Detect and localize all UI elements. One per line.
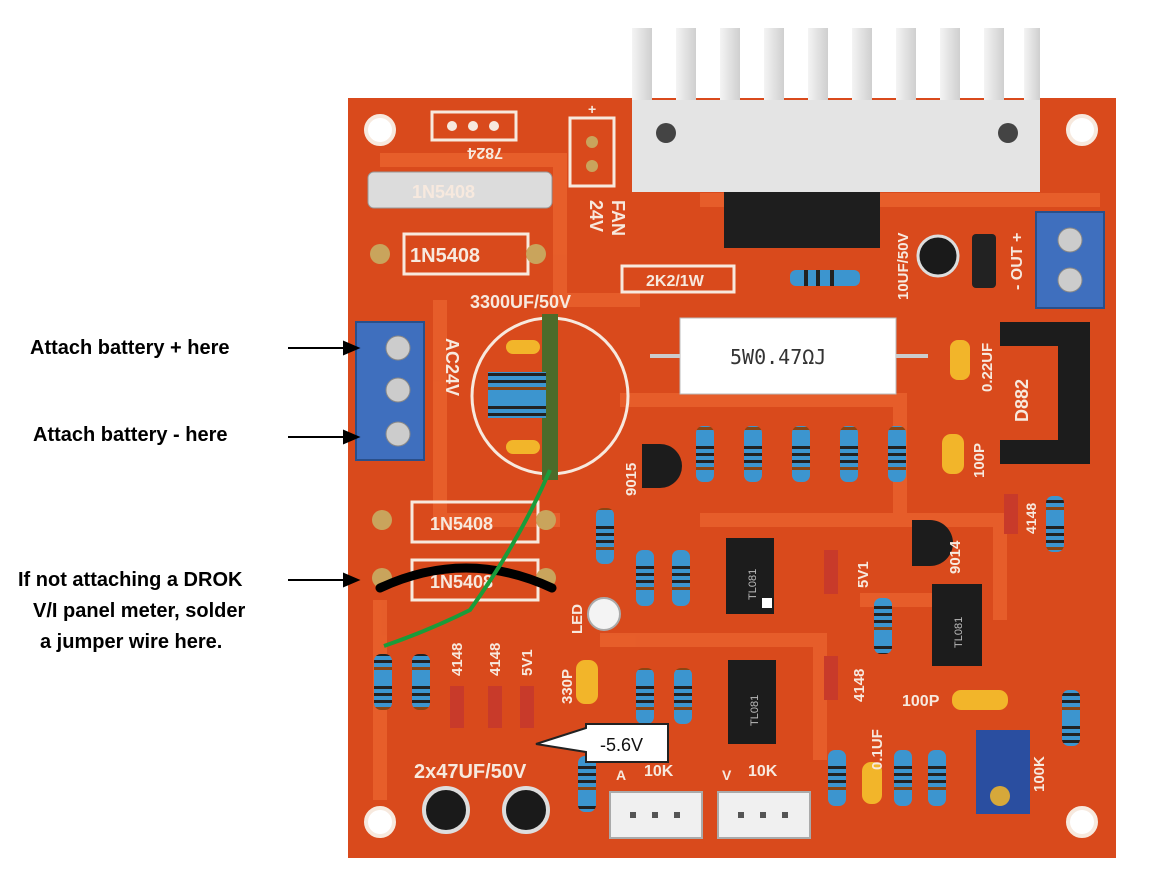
res-2k2-footprint xyxy=(620,264,736,294)
cap-330p xyxy=(576,660,598,704)
fan-label: FAN xyxy=(608,200,628,236)
diode-4148-right-label: 4148 xyxy=(1023,503,1039,534)
ic-2-label: TL081 xyxy=(953,617,965,648)
cap-022 xyxy=(950,340,970,380)
led xyxy=(587,597,621,631)
d4148-2-label: 4148 xyxy=(487,643,504,676)
ic-3-label: TL081 xyxy=(749,695,761,726)
fuse xyxy=(367,171,553,209)
cap-2x47-label: 2x47UF/50V xyxy=(414,761,527,783)
9014-label: 9014 xyxy=(947,540,964,574)
callout-battery-plus: Attach battery + here xyxy=(30,337,230,359)
diode-mid-label: 1N5408 xyxy=(430,514,493,534)
callout-jumper-line1: If not attaching a DROK xyxy=(18,569,243,591)
cap-100p-a xyxy=(942,434,964,474)
mounting-holes xyxy=(364,114,1098,838)
cap-100p-b xyxy=(952,690,1008,710)
zener-5v1-mid-label: 5V1 xyxy=(855,561,872,588)
transistor-d882 xyxy=(1000,322,1090,464)
green-strip xyxy=(542,314,558,480)
cap-01uf-label: 0.1UF xyxy=(869,729,886,770)
power-resistor-label: 5W0.47ΩJ xyxy=(730,345,826,369)
ic-1-label: TL081 xyxy=(747,569,759,600)
cap-10uf xyxy=(916,234,960,278)
cap-100p-a-label: 100P xyxy=(971,443,988,478)
out-diode xyxy=(972,234,996,288)
res-2k2-label: 2K2/1W xyxy=(646,273,705,290)
conn-v-label: V xyxy=(722,767,732,783)
ic-3 xyxy=(728,660,776,744)
9015-label: 9015 xyxy=(623,463,640,496)
transistor-9014 xyxy=(912,520,953,566)
cap-01uf xyxy=(862,762,882,804)
led-label: LED xyxy=(569,604,586,634)
fan-connector xyxy=(568,116,616,188)
diode-top-label: 1N5408 xyxy=(410,245,480,267)
callout-arrows xyxy=(288,340,361,588)
voltage-tag-box xyxy=(535,723,669,763)
cap-330p-label: 330P xyxy=(559,669,576,704)
transistor-9015 xyxy=(642,444,682,488)
heatsink xyxy=(632,28,1040,248)
resistor-bundle xyxy=(488,372,546,418)
cap-47uf-2 xyxy=(502,786,550,834)
out-label: - OUT + xyxy=(1009,233,1026,290)
cap-100p-b-label: 100P xyxy=(902,693,940,710)
ic-2 xyxy=(932,584,982,666)
resistor-array xyxy=(374,426,1080,812)
callout-jumper-line3: a jumper wire here. xyxy=(40,631,223,653)
jumper-arc xyxy=(375,563,557,593)
bottom-left-diodes xyxy=(450,686,534,728)
conn-a-label: A xyxy=(616,767,626,783)
cap-47uf-1 xyxy=(422,786,470,834)
d882-label: D882 xyxy=(1012,379,1032,422)
resistor-r1 xyxy=(790,270,860,286)
cap-022-label: 0.22UF xyxy=(979,343,996,392)
voltage-tag: -5.6V xyxy=(600,735,643,755)
diode-low-label: 1N5408 xyxy=(430,572,493,592)
d4148-1-label: 4148 xyxy=(449,643,466,676)
fan-volt: 24V xyxy=(586,200,606,232)
pot-a-label: 10K xyxy=(644,763,674,780)
regulator-footprint xyxy=(430,110,518,142)
ac-label: AC24V xyxy=(442,338,462,396)
power-resistor xyxy=(679,317,897,395)
pot-v-label: 10K xyxy=(748,763,778,780)
out-terminal xyxy=(1035,211,1105,309)
green-wire xyxy=(383,469,552,648)
fuse-label: 1N5408 xyxy=(412,182,475,202)
pot-100k-label: 100K xyxy=(1031,756,1048,792)
fan-plus: + xyxy=(588,101,596,117)
cap-10uf-label: 10UF/50V xyxy=(895,232,912,300)
diode-4148-mid xyxy=(824,656,838,700)
callout-jumper-line2: V/I panel meter, solder xyxy=(33,600,246,622)
callout-battery-minus: Attach battery - here xyxy=(33,424,228,446)
reg-label: 7824 xyxy=(467,144,503,161)
diode-4148-right xyxy=(1004,494,1018,534)
zener-5v1-mid xyxy=(824,550,838,594)
cap-main-label: 3300UF/50V xyxy=(470,292,571,312)
diode-4148-mid-label: 4148 xyxy=(851,669,868,702)
zener-5v1-low-label: 5V1 xyxy=(519,649,536,676)
